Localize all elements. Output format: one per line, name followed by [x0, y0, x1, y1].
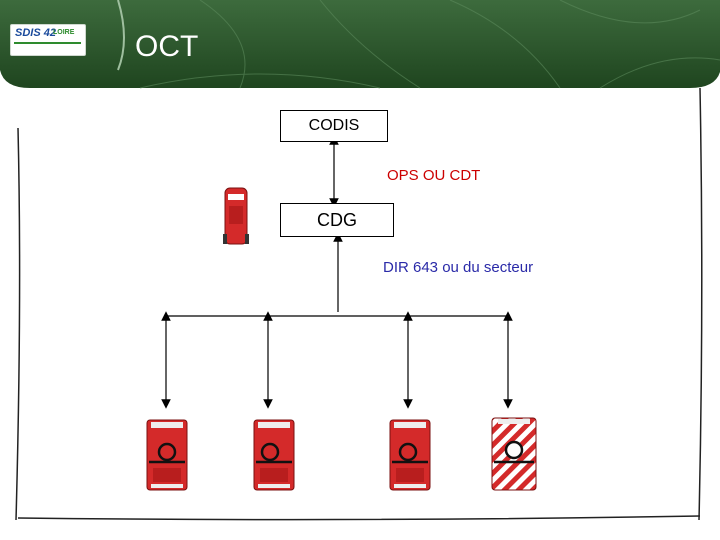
frame-right-line — [698, 87, 703, 521]
header-banner: SDIS 42 LOIRE OCT — [0, 0, 720, 92]
codis-box: CODIS — [280, 110, 388, 142]
logo-bar — [14, 42, 81, 44]
dir-secteur-label: DIR 643 ou du secteur — [383, 259, 534, 276]
sdis-logo: SDIS 42 LOIRE — [10, 24, 86, 56]
cdg-box: CDG — [280, 203, 394, 237]
logo-text: SDIS 42 — [15, 27, 56, 39]
fire-truck-icon — [146, 419, 188, 491]
fire-truck-icon — [253, 419, 295, 491]
ops-cdt-label: OPS OU CDT — [387, 167, 481, 184]
logo-sub: LOIRE — [53, 29, 75, 36]
header-background — [0, 0, 720, 89]
page-title: OCT — [135, 30, 199, 63]
striped-fire-truck-icon — [491, 417, 537, 491]
fire-truck-icon — [389, 419, 431, 491]
frame-bottom-line — [17, 515, 701, 521]
command-vehicle-icon — [223, 187, 249, 245]
frame-left-line — [15, 127, 21, 521]
